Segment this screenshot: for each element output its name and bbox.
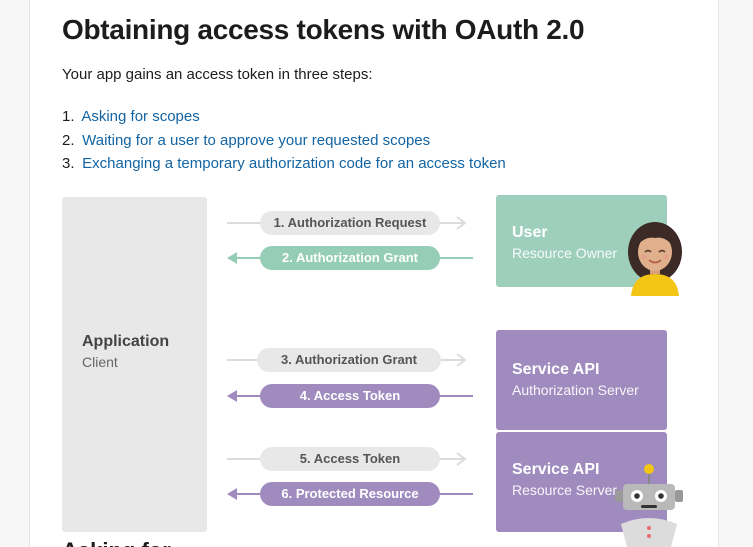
user-subtitle: Resource Owner <box>512 245 618 261</box>
step-number: 1. <box>62 108 75 125</box>
intro-text: Your app gains an access token in three … <box>62 66 373 83</box>
flow-arrow-authorization-grant: 2. Authorization Grant <box>227 246 475 270</box>
authorization-server-box: Service API Authorization Server <box>496 330 667 430</box>
resource-server-subtitle: Resource Server <box>512 482 618 498</box>
page-title: Obtaining access tokens with OAuth 2.0 <box>62 14 585 45</box>
flow-label: 2. Authorization Grant <box>260 246 440 270</box>
docs-content-card: Obtaining access tokens with OAuth 2.0 Y… <box>29 0 719 547</box>
list-item: 3. Exchanging a temporary authorization … <box>62 152 506 176</box>
robot-icon <box>615 464 683 547</box>
user-avatar-icon <box>628 222 682 296</box>
step-link-asking-for-scopes[interactable]: Asking for scopes <box>81 108 200 125</box>
flow-label: 4. Access Token <box>260 384 440 408</box>
step-number: 3. <box>62 155 75 172</box>
resource-server-title: Service API <box>512 461 600 478</box>
application-client-box: Application Client <box>62 197 207 532</box>
flow-arrow-access-token: 4. Access Token <box>227 384 475 408</box>
resource-server-box: Service API Resource Server <box>496 432 667 532</box>
auth-server-subtitle: Authorization Server <box>512 382 639 398</box>
step-number: 2. <box>62 131 75 149</box>
flow-label: 6. Protected Resource <box>260 482 440 506</box>
flow-label: 5. Access Token <box>260 447 440 471</box>
flow-arrow-access-token-to-resource: 5. Access Token <box>227 447 475 471</box>
flow-label: 1. Authorization Request <box>260 211 440 235</box>
auth-server-title: Service API <box>512 361 600 378</box>
list-item: 2. Waiting for a user to approve your re… <box>62 129 506 153</box>
user-title: User <box>512 224 548 241</box>
step-link-waiting-for-user[interactable]: Waiting for a user to approve your reque… <box>82 131 431 149</box>
flow-arrow-authorization-request: 1. Authorization Request <box>227 211 475 235</box>
step-link-exchanging-code[interactable]: Exchanging a temporary authorization cod… <box>82 155 506 172</box>
application-title: Application <box>82 333 170 350</box>
next-section-heading: Asking for <box>62 538 171 547</box>
application-subtitle: Client <box>82 354 118 370</box>
list-item: 1. Asking for scopes <box>62 105 506 129</box>
flow-label: 3. Authorization Grant <box>257 348 441 372</box>
flow-arrow-protected-resource: 6. Protected Resource <box>227 482 475 506</box>
steps-list: 1. Asking for scopes 2. Waiting for a us… <box>62 105 506 176</box>
flow-arrow-authorization-grant-to-server: 3. Authorization Grant <box>227 348 475 372</box>
